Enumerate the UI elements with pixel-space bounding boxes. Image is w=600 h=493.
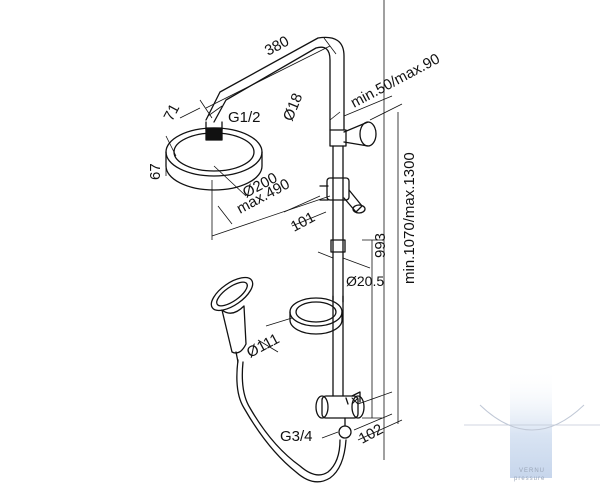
soap-dish [289,295,344,335]
watermark-bar [510,368,552,478]
watermark-brand: VERNU [519,468,545,474]
label-showerhead-inlet-height: 67 [147,163,164,180]
label-wall-clearance: min.50/max.90 [348,50,443,111]
label-holder-offset: 101 [288,209,318,236]
label-rail-length: 993 [372,233,389,258]
thermostatic-mixer [315,391,365,439]
wall-mount [329,121,377,147]
watermark-sub: pressure [514,476,545,482]
hand-shower [210,276,254,363]
shower-drawing [165,36,377,483]
shower-hose [236,359,347,483]
label-showerhead-height: 71 [161,101,184,124]
label-total-height: min.1070/max.1300 [401,152,418,284]
watermark-arc [479,404,585,431]
dimension-lines [165,0,403,460]
label-mixer-depth: 102 [356,421,386,448]
label-rail-diameter: Ø20.5 [346,273,384,289]
hand-shower-holder [319,177,366,214]
label-showerhead-thread: G1/2 [228,109,261,126]
label-soap-dish-diameter: Ø111 [244,330,282,361]
showerhead [165,121,263,191]
rail-collar [330,239,346,253]
riser-rail [332,145,344,397]
watermark: VERNU pressure [464,368,600,482]
label-inlet-thread: G3/4 [280,428,313,445]
label-arm-diameter: Ø18 [280,91,306,124]
